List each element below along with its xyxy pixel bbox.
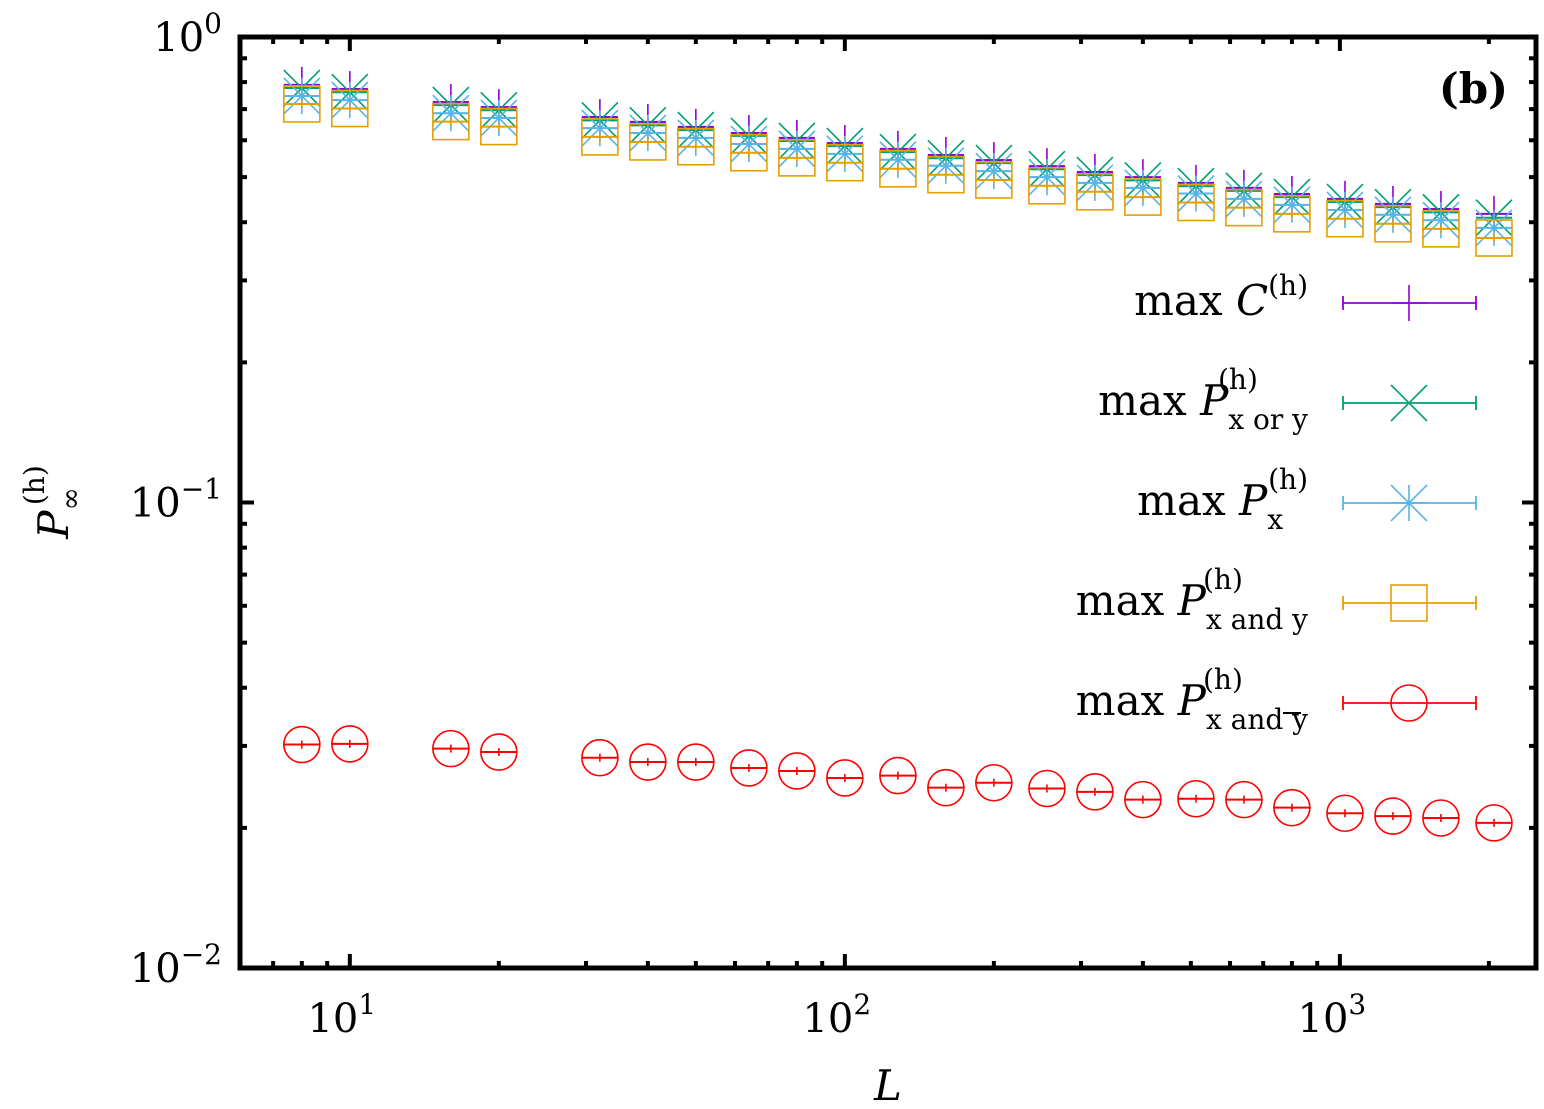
y-axis-label-superscript: (h): [18, 465, 51, 505]
circle-marker: [1124, 780, 1162, 819]
circle-marker: [1273, 788, 1311, 827]
circle-marker: [826, 759, 864, 797]
circle-marker: [480, 733, 518, 771]
square-marker: [480, 107, 518, 146]
circle-marker: [1076, 773, 1114, 811]
square-marker: [1326, 199, 1364, 238]
square-marker: [1076, 173, 1114, 211]
cross-marker: [1390, 384, 1428, 422]
plot-frame: [237, 34, 1539, 971]
legend-item: max Px and y(h): [1076, 663, 1477, 736]
y-axis-label-symbol: P: [29, 510, 78, 540]
square-marker: [927, 155, 965, 194]
circle-marker: [629, 743, 667, 781]
square-marker: [432, 102, 470, 141]
series-star: [283, 77, 1513, 247]
legend-item: max Px(h): [1137, 463, 1477, 536]
x-tick-label: 101: [307, 988, 376, 1042]
square-marker: [677, 127, 715, 166]
circle-marker: [778, 752, 816, 790]
x-tick-labels: 101 102 103: [307, 988, 1366, 1042]
x-tick-label: 102: [802, 988, 871, 1042]
major-ticks: [240, 35, 1536, 970]
circle-marker: [975, 763, 1013, 802]
square-marker: [331, 89, 369, 128]
y-axis-label-subscript: ∞: [54, 487, 87, 510]
series-square: [283, 85, 1513, 257]
circle-marker: [1374, 797, 1412, 835]
circle-marker: [879, 756, 917, 795]
circle-marker: [1475, 804, 1513, 842]
x-tick-label: 103: [1298, 988, 1367, 1042]
x-axis-label: L: [873, 1061, 902, 1109]
circle-marker: [677, 743, 715, 781]
y-tick-label: 10−2: [130, 938, 222, 992]
plot-area: [283, 66, 1513, 842]
panel-label: (b): [1439, 64, 1508, 113]
legend-label: max Px(h): [1137, 463, 1308, 536]
legend-label: max Px and y(h): [1076, 563, 1308, 636]
square-marker: [1225, 188, 1263, 227]
square-marker: [975, 161, 1013, 199]
series-circle: [283, 725, 1513, 842]
legend-item: max Px or y(h): [1098, 363, 1477, 436]
square-marker: [1422, 210, 1460, 248]
legend-item: max C(h): [1134, 269, 1477, 325]
y-tick-labels: 100 10−1 10−2: [130, 7, 222, 992]
legend-label: max Px and y(h): [1076, 663, 1308, 736]
legend-label: max Px or y(h): [1098, 363, 1308, 436]
svg-text:P∞(h): P∞(h): [18, 465, 87, 539]
y-tick-label: 10−1: [130, 473, 222, 527]
square-marker: [629, 123, 667, 161]
square-marker: [283, 85, 321, 123]
y-axis-label: P∞(h): [18, 465, 87, 539]
square-marker: [778, 139, 816, 177]
circle-marker: [1422, 799, 1460, 837]
circle-marker: [432, 729, 470, 768]
square-marker: [1177, 183, 1215, 222]
y-tick-label: 100: [153, 7, 222, 61]
circle-marker: [1390, 684, 1428, 722]
minor-ticks: [238, 37, 1536, 968]
circle-marker: [331, 725, 369, 763]
legend-item: max Px and y(h): [1076, 563, 1477, 636]
square-marker: [1273, 195, 1311, 233]
square-marker: [1475, 219, 1513, 257]
square-marker: [1374, 204, 1412, 243]
square-marker: [879, 150, 917, 188]
circle-marker: [1225, 780, 1263, 819]
square-marker: [1390, 584, 1428, 622]
circle-marker: [1177, 779, 1215, 818]
circle-marker: [730, 749, 768, 787]
square-marker: [1028, 167, 1066, 205]
square-marker: [730, 133, 768, 172]
circle-marker: [581, 738, 619, 777]
square-marker: [581, 118, 619, 156]
circle-marker: [1326, 794, 1364, 833]
square-marker: [1124, 178, 1162, 216]
square-marker: [826, 143, 864, 182]
circle-marker: [1028, 769, 1066, 808]
circle-marker: [283, 725, 321, 764]
circle-marker: [927, 768, 965, 807]
legend-label: max C(h): [1134, 269, 1308, 325]
legend: max C(h) max Px or y(h) max Px(h) max Px an…: [1076, 269, 1477, 736]
